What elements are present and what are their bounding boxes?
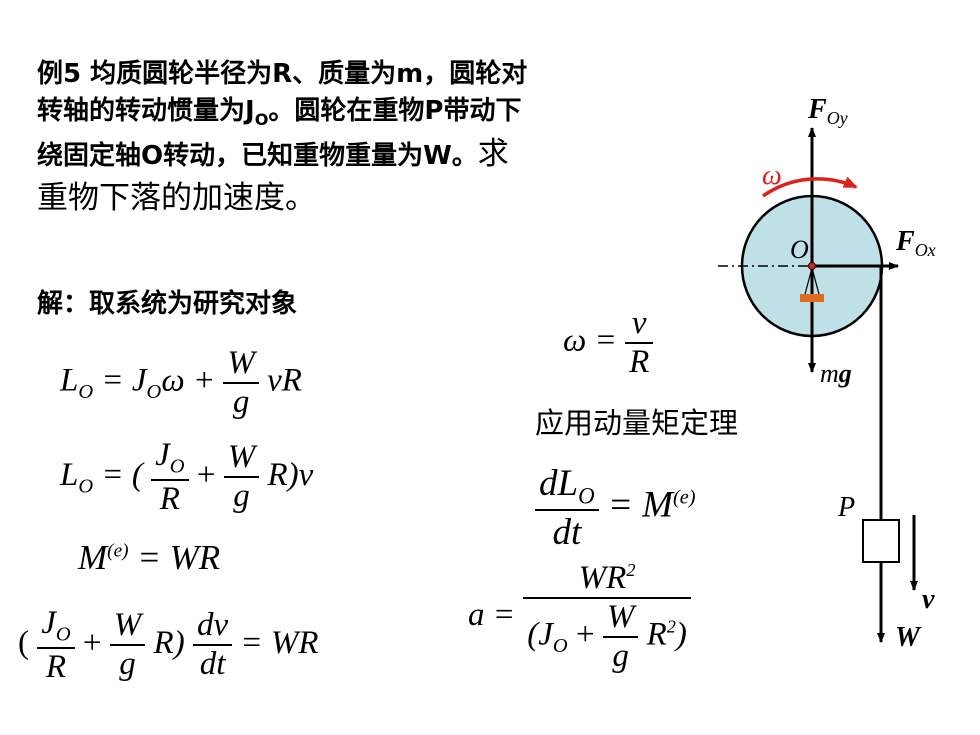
problem-line-3: 绕固定轴O转动，已知重物重量为W。求 bbox=[37, 135, 509, 172]
pin-base bbox=[800, 294, 824, 302]
label-p: P bbox=[837, 492, 855, 523]
label-foy: FOy bbox=[807, 94, 848, 128]
label-w: W bbox=[895, 622, 922, 653]
label-v: v bbox=[922, 584, 935, 615]
label-omega: ω bbox=[762, 160, 782, 191]
label-o: O bbox=[790, 235, 809, 264]
external-moment-equation: M(e) = WR bbox=[78, 538, 221, 577]
free-body-diagram: FOy FOx ω O mg P v W bbox=[718, 94, 936, 653]
label-mg: mg bbox=[820, 359, 852, 388]
center-pin bbox=[808, 262, 816, 270]
label-fox: FOx bbox=[895, 226, 936, 260]
problem-line-2: 转轴的转动惯量为JO。圆轮在重物P带动下 bbox=[37, 95, 522, 130]
problem-statement: 例5 均质圆轮半径为R、质量为m，圆轮对 转轴的转动惯量为JO。圆轮在重物P带动… bbox=[37, 56, 527, 220]
problem-line-4: 重物下落的加速度。 bbox=[37, 180, 316, 216]
theorem-label: 应用动量矩定理 bbox=[535, 406, 739, 440]
omega-arc bbox=[761, 176, 858, 198]
solution-label: 解：取系统为研究对象 bbox=[37, 289, 298, 319]
problem-line-1: 例5 均质圆轮半径为R、质量为m，圆轮对 bbox=[37, 59, 528, 89]
block-p bbox=[862, 519, 900, 563]
